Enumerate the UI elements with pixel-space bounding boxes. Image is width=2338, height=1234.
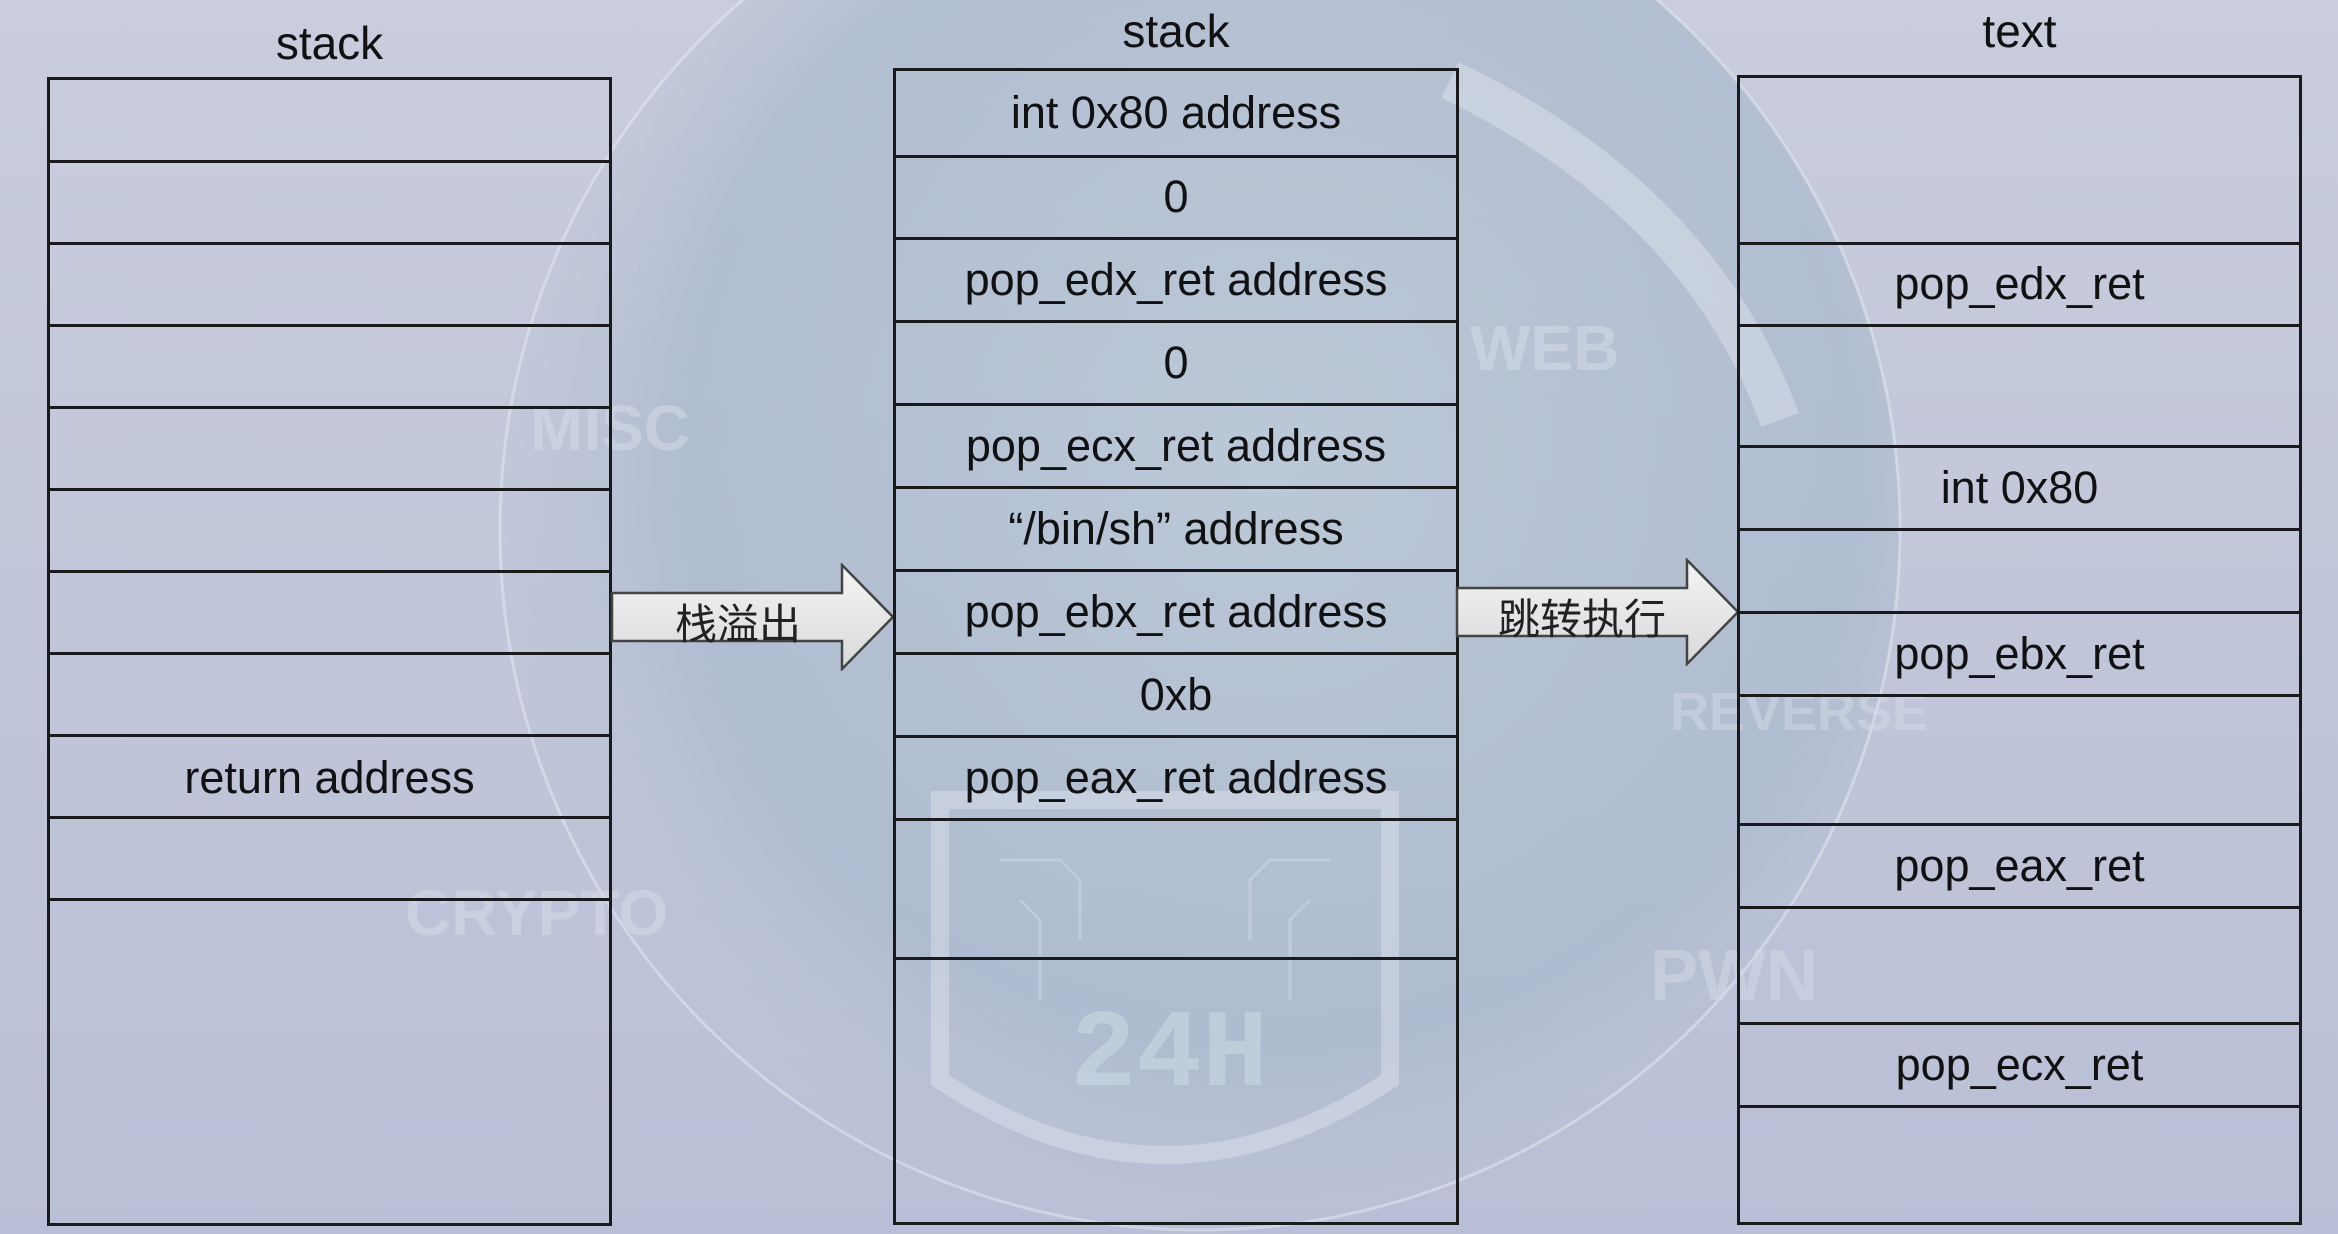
watermark-pwn: PWN xyxy=(1650,936,1818,1016)
globe-shape xyxy=(500,0,1900,1230)
separator xyxy=(50,324,609,327)
stack-cell-zero: 0 xyxy=(1163,171,1189,222)
text-cell-pop-ebx-ret: pop_ebx_ret xyxy=(1894,627,2145,679)
separator xyxy=(896,155,1456,158)
separator xyxy=(896,957,1456,960)
text-cell-empty xyxy=(1740,696,2299,823)
separator xyxy=(1740,528,2299,531)
left-stack-column: stack return address xyxy=(47,0,612,1234)
jump-arrow xyxy=(1455,558,1740,666)
separator xyxy=(50,898,609,901)
watermark-crypto: CRYPTO xyxy=(405,877,668,949)
separator xyxy=(50,570,609,573)
stack-cell-pop-eax-ret-address: pop_eax_ret address xyxy=(964,751,1388,803)
text-cell-int80: int 0x80 xyxy=(1940,461,2099,513)
text-cell-pop-ecx-ret: pop_ecx_ret xyxy=(1895,1038,2144,1090)
text-cell-empty xyxy=(1740,326,2299,445)
separator xyxy=(50,488,609,491)
separator xyxy=(896,652,1456,655)
separator xyxy=(1740,906,2299,909)
separator xyxy=(1740,324,2299,327)
left-stack-cell xyxy=(50,162,609,242)
separator xyxy=(896,735,1456,738)
separator xyxy=(1740,823,2299,826)
separator xyxy=(896,818,1456,821)
separator xyxy=(50,652,609,655)
text-segment-title: text xyxy=(1982,5,2057,57)
stack-cell-empty xyxy=(896,820,1456,957)
left-stack-cell xyxy=(50,408,609,488)
stack-cell-int80-address: int 0x80 address xyxy=(1010,87,1342,138)
text-cell-empty xyxy=(1740,78,2299,242)
separator xyxy=(1740,242,2299,245)
left-stack-box: return address xyxy=(47,77,612,1226)
stack-cell-zero: 0 xyxy=(1163,336,1189,388)
separator xyxy=(50,734,609,737)
left-stack-cell xyxy=(50,572,609,652)
separator xyxy=(1740,1022,2299,1025)
watermark-reverse: REVERSE xyxy=(1670,682,1928,742)
middle-stack-title: stack xyxy=(1122,5,1230,57)
text-segment-box: pop_edx_ret int 0x80 pop_ebx_ret pop_eax… xyxy=(1737,75,2302,1225)
shield-shape xyxy=(931,791,1399,1164)
separator xyxy=(896,403,1456,406)
text-cell-empty xyxy=(1740,1107,2299,1222)
watermark-web: WEB xyxy=(1470,312,1619,384)
watermark-logo: 24H xyxy=(1070,994,1268,1119)
separator xyxy=(896,237,1456,240)
stack-cell-pop-edx-ret-address: pop_edx_ret address xyxy=(964,253,1388,305)
left-stack-title: stack xyxy=(275,17,384,69)
text-cell-pop-edx-ret: pop_edx_ret xyxy=(1894,258,2145,309)
left-stack-cell xyxy=(50,654,609,734)
stack-cell-0xb: 0xb xyxy=(1139,668,1213,720)
text-cell-empty xyxy=(1740,530,2299,611)
separator xyxy=(50,242,609,245)
left-stack-cell xyxy=(50,326,609,406)
separator xyxy=(1740,611,2299,614)
text-cell-empty xyxy=(1740,908,2299,1022)
separator xyxy=(1740,1105,2299,1108)
stack-cell-binsh-address: “/bin/sh” address xyxy=(1008,502,1344,554)
separator xyxy=(896,320,1456,323)
stack-cell-pop-ecx-ret-address: pop_ecx_ret address xyxy=(965,419,1387,471)
separator xyxy=(896,486,1456,489)
overflow-arrow-label: 栈溢出 xyxy=(675,600,802,649)
middle-stack-column: stack int 0x80 address 0 pop_edx_ret add… xyxy=(893,0,1459,1234)
separator xyxy=(1740,694,2299,697)
overflow-arrow xyxy=(610,563,895,671)
separator xyxy=(50,816,609,819)
stack-cell-pop-ebx-ret-address: pop_ebx_ret address xyxy=(964,585,1388,637)
left-stack-cell xyxy=(50,820,609,1220)
text-segment-column: text pop_edx_ret int 0x80 pop_ebx_ret po… xyxy=(1737,0,2302,1234)
left-stack-cell xyxy=(50,80,609,160)
jump-arrow-label: 跳转执行 xyxy=(1498,595,1667,644)
return-address-cell: return address xyxy=(184,752,475,803)
separator xyxy=(50,406,609,409)
middle-stack-box: int 0x80 address 0 pop_edx_ret address 0… xyxy=(893,68,1459,1225)
separator xyxy=(50,160,609,163)
stack-cell-empty xyxy=(896,959,1456,1219)
separator xyxy=(1740,445,2299,448)
separator xyxy=(896,569,1456,572)
text-cell-pop-eax-ret: pop_eax_ret xyxy=(1894,839,2145,891)
left-stack-cell xyxy=(50,244,609,324)
left-stack-cell xyxy=(50,490,609,570)
